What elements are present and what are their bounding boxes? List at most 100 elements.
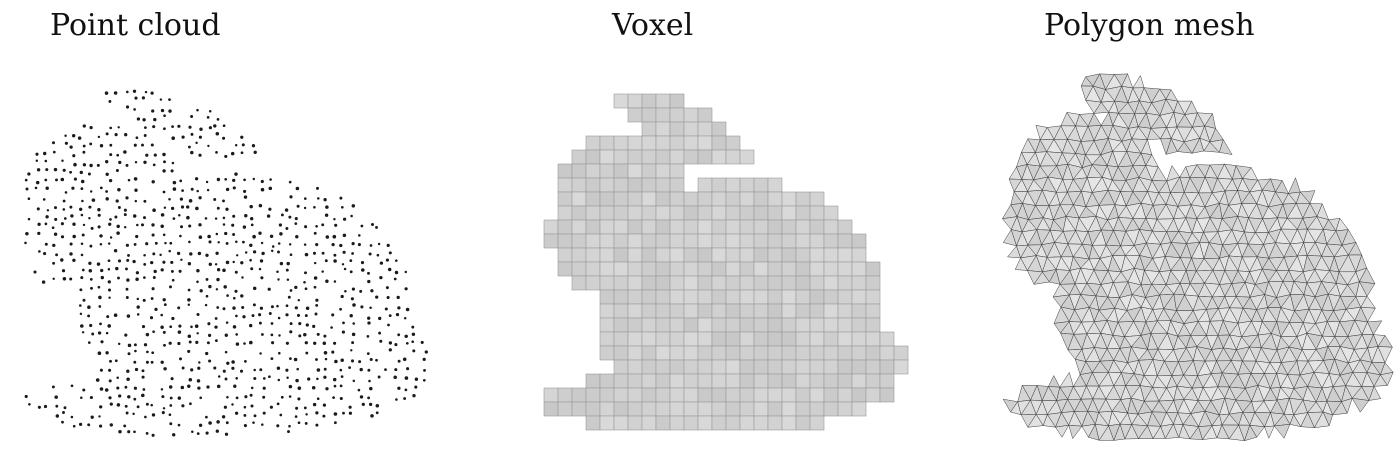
point (123, 208, 127, 212)
point (143, 216, 146, 220)
voxel-cube (767, 359, 783, 375)
point (52, 150, 56, 154)
point (394, 270, 399, 275)
point (170, 377, 174, 381)
point (170, 260, 174, 264)
voxel-cube (585, 415, 601, 431)
point (196, 332, 199, 335)
point (160, 360, 164, 364)
point (315, 423, 319, 427)
point (127, 352, 131, 356)
voxel-cube (711, 149, 727, 165)
point (250, 386, 254, 390)
point (105, 172, 109, 176)
point (404, 270, 408, 274)
point (287, 430, 290, 434)
voxel-cube (697, 233, 713, 249)
voxel-cube (697, 359, 713, 375)
point (294, 415, 298, 418)
point (98, 415, 101, 418)
voxel-cube (739, 191, 755, 207)
point (406, 367, 410, 371)
point (151, 180, 155, 184)
point (367, 271, 370, 275)
point (207, 234, 211, 239)
point (168, 249, 171, 253)
point (24, 178, 28, 182)
point (375, 358, 378, 362)
voxel-cube (823, 359, 839, 375)
voxel-cube (683, 331, 699, 347)
point (52, 243, 56, 248)
point (285, 368, 289, 372)
mesh-triangle (1093, 101, 1110, 114)
voxel-cube (641, 121, 657, 137)
point (397, 306, 401, 310)
point (339, 396, 343, 401)
point (342, 233, 347, 238)
voxel-cube (851, 373, 867, 389)
point (133, 360, 137, 364)
point (262, 395, 266, 399)
point (268, 186, 273, 191)
point (107, 242, 111, 245)
point (177, 396, 182, 400)
voxel-cube (585, 275, 601, 291)
point (379, 275, 383, 280)
point (321, 251, 325, 255)
point (216, 277, 220, 282)
mesh-triangle (1027, 413, 1044, 428)
point (25, 231, 29, 236)
point (89, 190, 93, 193)
point (170, 269, 174, 273)
voxel-cube (613, 345, 629, 361)
voxel-cube (571, 205, 587, 221)
voxel-cube (823, 303, 839, 319)
voxel-cube (655, 149, 671, 165)
voxel-cube (725, 331, 741, 347)
point (177, 423, 181, 427)
point (232, 214, 236, 218)
voxel-cube (711, 345, 727, 361)
voxel-cube (627, 275, 643, 291)
voxel-cube (795, 275, 811, 291)
voxel-cube (683, 289, 699, 305)
point (241, 276, 244, 279)
voxel-cube (851, 359, 867, 375)
point (115, 199, 119, 203)
point (187, 288, 191, 292)
point (214, 325, 218, 329)
mesh-triangle (1014, 257, 1028, 271)
point (187, 262, 192, 266)
point (162, 260, 166, 264)
point (125, 411, 129, 415)
point (82, 388, 86, 392)
voxel-cube (641, 275, 657, 291)
point (234, 144, 238, 147)
point (289, 253, 293, 257)
point (152, 276, 156, 279)
point (304, 341, 308, 345)
voxel-cube (543, 233, 559, 249)
point (339, 384, 343, 388)
point (133, 108, 136, 111)
voxel-cube (739, 261, 755, 277)
point (277, 316, 281, 320)
point (190, 150, 194, 155)
voxel-cube (823, 261, 839, 277)
point (244, 395, 248, 399)
point (367, 368, 371, 372)
voxel-cube (627, 219, 643, 235)
point (358, 360, 362, 364)
voxel-cube (571, 219, 587, 235)
point (260, 241, 264, 245)
voxel-cube (795, 331, 811, 347)
point (108, 99, 112, 103)
point (27, 217, 31, 221)
point (224, 432, 229, 436)
voxel-cube (655, 331, 671, 347)
point (232, 233, 236, 236)
voxel-cube (725, 401, 741, 417)
point (296, 367, 299, 371)
point (171, 316, 175, 321)
